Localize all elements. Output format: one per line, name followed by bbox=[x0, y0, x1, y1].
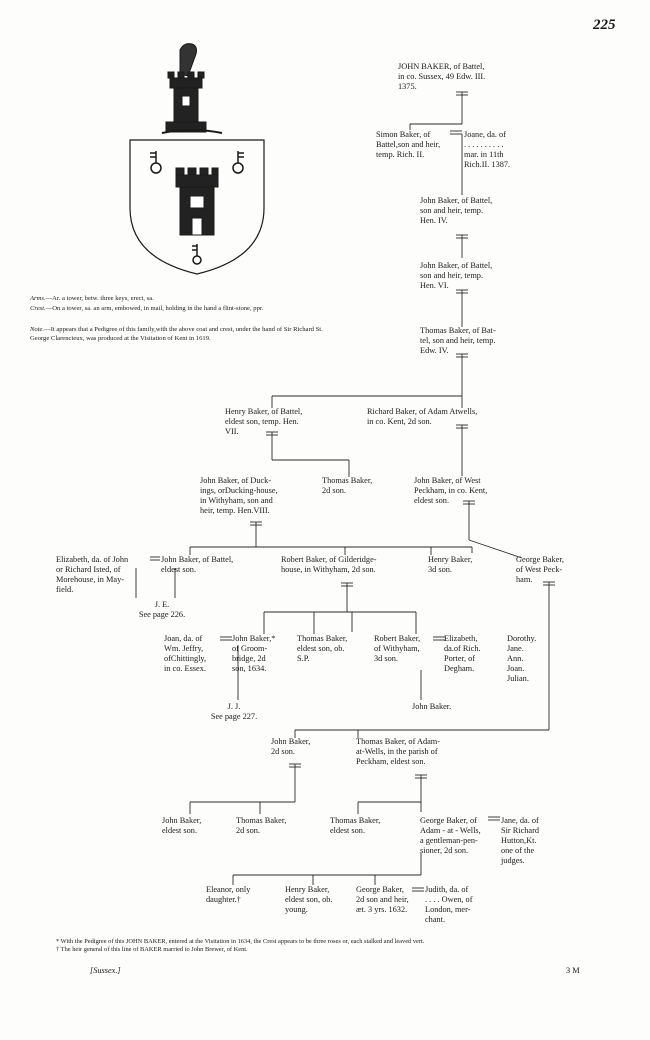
person-henry-baker: Henry Baker, of Battel, eldest son, temp… bbox=[225, 407, 303, 436]
person-richard-baker: Richard Baker, of Adam Atwells, in co. K… bbox=[367, 407, 478, 426]
person-george-baker-heir: George Baker, 2d son and heir, æt. 3 yrs… bbox=[356, 885, 409, 914]
person-eleanor: Eleanor, only daughter.† bbox=[206, 885, 251, 904]
coat-of-arms-icon bbox=[129, 43, 265, 275]
note-label: Note. bbox=[30, 326, 45, 333]
person-john-baker-duckings: John Baker, of Duck- ings, orDucking-hou… bbox=[200, 476, 278, 515]
footer-county: [Sussex.] bbox=[90, 966, 121, 975]
person-john-baker-battel-eldest: John Baker, of Battel, eldest son. bbox=[161, 555, 234, 574]
crest-text: —On a tower, sa. an arm, embowed, in mai… bbox=[45, 305, 264, 312]
note-line: Note.—It appears that a Pedigree of this… bbox=[30, 326, 336, 343]
footnote-dagger: † The heir general of this line of BAKER… bbox=[56, 946, 248, 953]
arms-line: Arms.—Ar. a tower, betw. three keys, ere… bbox=[30, 295, 338, 304]
daughters-list: Dorothy. Jane. Ann. Joan. Julian. bbox=[507, 634, 537, 683]
person-judith-owen: Judith, da. of . . . . Owen, of London, … bbox=[425, 885, 473, 924]
person-john-baker-1375: JOHN BAKER, of Battel, in co. Sussex, 49… bbox=[398, 62, 486, 91]
person-thomas-baker-sp: Thomas Baker, eldest son, ob. S.P. bbox=[297, 634, 348, 663]
person-thomas-baker-adam-at-wells: Thomas Baker, of Adam- at-Wells, in the … bbox=[356, 737, 440, 766]
person-joane: Joane, da. of . . . . . . . . . . mar. i… bbox=[464, 130, 511, 169]
person-jane-hutton: Jane, da. of Sir Richard Hutton,Kt. one … bbox=[501, 816, 540, 865]
person-joan-jeffry: Joan, da. of Wm. Jeffry, ofChittingly, i… bbox=[164, 634, 207, 673]
person-john-baker-2d-son: John Baker, 2d son. bbox=[271, 737, 311, 756]
person-thomas-baker-eldest-son: Thomas Baker, eldest son. bbox=[330, 816, 381, 835]
crest-line: Crest.—On a tower, sa. an arm, embowed, … bbox=[30, 305, 338, 314]
person-thomas-baker-2d-son: Thomas Baker, 2d son. bbox=[322, 476, 373, 495]
person-elizabeth-porter: Elizabeth, da.of Rich. Porter, of Degham… bbox=[444, 634, 481, 673]
person-thomas-baker-edw-iv: Thomas Baker, of Bat- tel, son and heir,… bbox=[420, 326, 496, 355]
arms-label: Arms. bbox=[30, 295, 46, 302]
reference-jj: J. J. See page 227. bbox=[210, 702, 258, 721]
footnote-star: * With the Pedigree of this JOHN BAKER, … bbox=[56, 938, 425, 945]
person-henry-baker-3d-son: Henry Baker, 3d son. bbox=[428, 555, 473, 574]
person-henry-baker-young: Henry Baker, eldest son, ob. young. bbox=[285, 885, 333, 914]
person-john-baker-groombridge: John Baker,* of Groom- bridge, 2d son, 1… bbox=[232, 634, 276, 673]
note-text: —It appears that a Pedigree of this fami… bbox=[30, 326, 323, 342]
person-elizabeth-isted: Elizabeth, da. of John or Richard Isted,… bbox=[56, 555, 129, 594]
person-george-baker-west-peckham: George Baker, of West Peck- ham. bbox=[516, 555, 564, 584]
person-robert-baker-withyham: Robert Baker, of Withyham, 3d son. bbox=[374, 634, 421, 663]
person-george-baker-adam-at-wells: George Baker, of Adam - at - Wells, a ge… bbox=[420, 816, 481, 855]
page-number: 225 bbox=[593, 17, 616, 33]
reference-je: J. E. See page 226. bbox=[138, 600, 186, 619]
person-john-baker-hen-iv: John Baker, of Battel, son and heir, tem… bbox=[420, 196, 493, 225]
person-simon-baker: Simon Baker, of Battel,son and heir, tem… bbox=[376, 130, 441, 159]
arms-text: —Ar. a tower, betw. three keys, erect, s… bbox=[45, 295, 154, 302]
person-john-baker-west-peckham: John Baker, of West Peckham, in co. Kent… bbox=[414, 476, 488, 505]
person-john-baker-eldest-son: John Baker, eldest son. bbox=[162, 816, 202, 835]
person-john-baker-son-of-robert: John Baker. bbox=[412, 702, 452, 711]
person-john-baker-hen-vi: John Baker, of Battel, son and heir, tem… bbox=[420, 261, 493, 290]
footer-signature: 3 M bbox=[566, 966, 580, 975]
person-thomas-baker-2d-son-b: Thomas Baker, 2d son. bbox=[236, 816, 287, 835]
crest-label: Crest. bbox=[30, 305, 46, 312]
person-robert-baker-gilderidge: Robert Baker, of Gilderidge- house, in W… bbox=[281, 555, 377, 574]
